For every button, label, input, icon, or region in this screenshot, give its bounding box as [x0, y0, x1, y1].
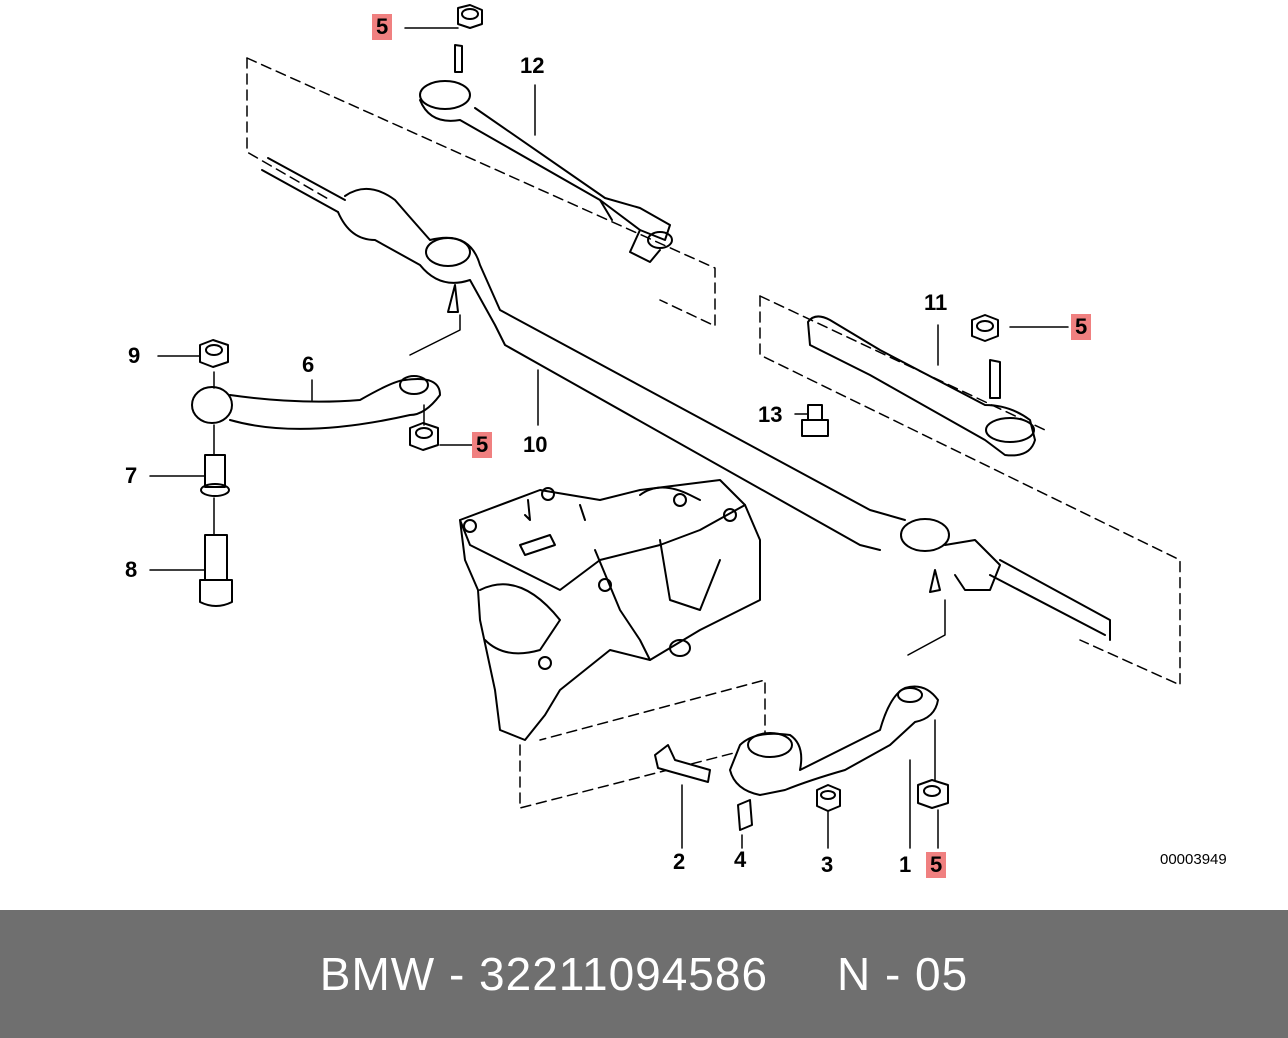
callout-6: 6 — [302, 352, 315, 377]
steering-gearbox — [459, 479, 761, 741]
dashed-frame-lower — [519, 679, 766, 809]
callout-7: 7 — [125, 463, 138, 488]
footer-bar: BMW - 32211094586 N - 05 — [0, 910, 1288, 1038]
bolt-icon-2 — [654, 744, 711, 783]
callout-5-top-nut: 5 — [372, 14, 393, 40]
nut-icon-6 — [409, 422, 439, 451]
center-tie-rod-10 — [261, 157, 1111, 641]
leader-lines — [149, 27, 1069, 849]
tie-rod-end-11 — [807, 315, 1036, 457]
diagram-id-label: 00003949 — [1160, 851, 1227, 868]
callout-8: 8 — [125, 557, 138, 582]
callout-11: 11 — [924, 290, 948, 315]
assembly-line-pitman — [907, 599, 946, 781]
nut-icon-top — [457, 4, 483, 29]
tie-rod-end-12 — [419, 44, 673, 263]
assembly-line-idler — [409, 314, 461, 426]
callout-2: 2 — [673, 849, 686, 874]
bolt-icon-8 — [199, 534, 233, 607]
clip-icon-4 — [737, 799, 753, 831]
idler-arm-6 — [191, 375, 441, 430]
callout-4: 4 — [734, 847, 747, 872]
callout-10: 10 — [523, 432, 548, 457]
callout-5-right-nut: 5 — [1071, 314, 1092, 340]
callout-5-idler-nut: 5 — [472, 432, 493, 458]
callout-1: 1 — [899, 852, 912, 877]
callout-5-pitman-nut: 5 — [926, 852, 947, 878]
callout-13: 13 — [758, 402, 783, 427]
callout-9: 9 — [128, 343, 141, 368]
bolt-icon-13 — [801, 404, 829, 437]
dashed-frame-right — [759, 295, 1181, 686]
callout-3: 3 — [821, 852, 834, 877]
nut-icon-9 — [199, 339, 229, 368]
bushing-icon-7 — [200, 454, 230, 497]
nut-icon-3 — [816, 784, 841, 812]
dashed-frame-upper — [246, 57, 716, 327]
steering-linkage-drawing — [149, 4, 1181, 849]
part-number-caption: BMW - 32211094586 N - 05 — [319, 948, 969, 1000]
callout-12: 12 — [520, 53, 545, 78]
pitman-arm-1 — [729, 685, 939, 796]
parts-diagram: 5 12 11 5 9 6 5 10 13 7 8 2 4 3 1 5 0000… — [125, 4, 1227, 878]
nut-icon-right — [971, 314, 999, 342]
nut-icon-1 — [917, 779, 949, 809]
